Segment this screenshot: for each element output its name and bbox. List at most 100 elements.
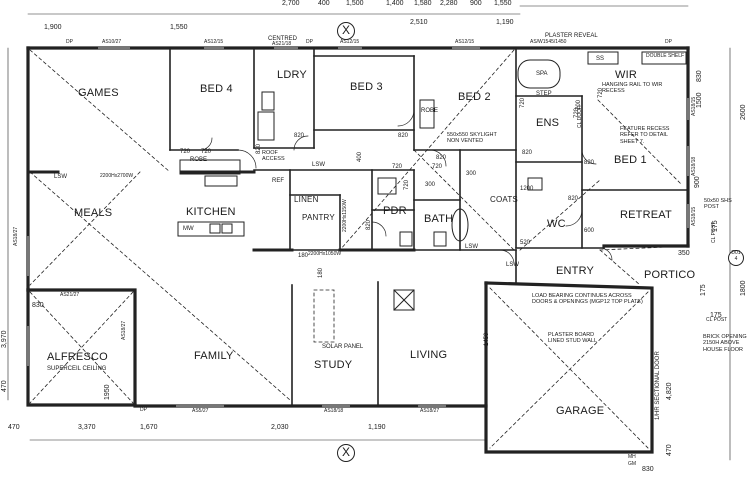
dim-top-1900: 1,900 — [44, 24, 62, 31]
garage-wall — [484, 281, 654, 454]
label-feature-recess: FEATURE RECESS REFER TO DETAIL SHEET 7. — [620, 126, 670, 145]
label-centred: CENTRED — [268, 36, 298, 42]
dim-left-1950: 1950 — [104, 384, 111, 400]
dim-top-400: 400 — [318, 0, 330, 7]
dim-720b: 720 — [201, 149, 212, 155]
dim-720a: 720 — [180, 149, 191, 155]
label-solar-panel: SOLAR PANEL — [322, 344, 364, 350]
fixtures — [257, 51, 687, 247]
dim-right-900: 900 — [694, 176, 701, 188]
load-bearing-walls — [28, 170, 416, 252]
window-code-right3: AS18/15 — [691, 206, 697, 226]
outer-wall-bottom-left — [26, 281, 488, 408]
dim-820g: 820 — [366, 219, 372, 230]
label-plaster-board: PLASTER BOARD LINED STUD WALL — [548, 332, 598, 345]
label-dp-2: DP — [306, 39, 313, 45]
dim-bot-1190: 1,190 — [368, 424, 386, 431]
label-lsw-bath: LSW — [465, 244, 479, 250]
label-double-shelf: DOUBLE SHELF — [646, 53, 685, 59]
dim-top-2510: 2,510 — [410, 19, 428, 26]
dim-720h: 720 — [598, 87, 604, 98]
room-entry: ENTRY — [556, 265, 595, 277]
dim-820d: 820 — [436, 155, 447, 161]
room-kitchen: KITCHEN — [186, 206, 236, 218]
label-load-bearing: LOAD BEARING CONTINUES ACROSS DOORS & OP… — [532, 293, 643, 306]
dim-right-175: 175 — [712, 220, 719, 232]
dim-180a: 180 — [298, 253, 309, 259]
room-garage: GARAGE — [556, 405, 605, 417]
interior-walls — [169, 47, 689, 407]
dim-top-900: 900 — [470, 0, 482, 7]
skylight-study — [393, 289, 415, 311]
dim-400: 400 — [357, 151, 363, 162]
dim-600: 600 — [584, 228, 595, 234]
window-code-top4: AS12/15 — [455, 39, 475, 45]
label-ss: SS — [596, 56, 605, 62]
room-pantry: PANTRY — [302, 213, 335, 222]
dim-top-1550b: 1,550 — [494, 0, 512, 7]
room-ens: ENS — [536, 117, 560, 129]
dim-300b: 300 — [466, 171, 477, 177]
dim-1450: 1450 — [484, 332, 490, 346]
room-wc: WC — [547, 218, 566, 230]
label-hanging-rail: HANGING RAIL TO WIR RECESS — [602, 82, 663, 95]
dim-300a: 300 — [425, 182, 436, 188]
dim-720e: 720 — [404, 179, 410, 190]
window-code-right2: AS18/18 — [691, 156, 697, 176]
dim-left-470: 470 — [1, 380, 8, 392]
room-bed2: BED 2 — [458, 91, 491, 103]
dim-bot-1670: 1,670 — [140, 424, 158, 431]
label-cl-post-2: CL POST — [706, 317, 728, 323]
dim-top-1190: 1,190 — [496, 19, 514, 26]
dim-left-3970: 3,970 — [1, 330, 8, 348]
dim-820c: 820 — [398, 133, 409, 139]
label-lsw-meals: LSW — [54, 174, 68, 180]
detail-marker-d01: D01 4 — [728, 250, 744, 266]
room-bed4: BED 4 — [200, 83, 233, 95]
dim-820e: 820 — [522, 150, 533, 156]
label-robe-bed2: ROBE — [421, 108, 439, 114]
dim-right-175b: 175 — [700, 284, 707, 296]
label-lsw-kitchen: LSW — [312, 162, 326, 168]
room-pdr: PDR — [383, 205, 407, 217]
room-living: LIVING — [410, 349, 448, 361]
label-shs-post: 50x50 SHS POST — [704, 198, 732, 211]
dim-right-470: 470 — [666, 444, 673, 456]
label-dp-1: DP — [66, 39, 73, 45]
room-alfresco: ALFRESCO — [47, 351, 108, 363]
dim-720c: 720 — [392, 164, 403, 170]
dim-right-1500: 1500 — [696, 92, 703, 108]
label-plaster-reveal-sub: AS/W1545/1450 — [530, 39, 567, 45]
label-mw: MW — [183, 226, 194, 232]
dim-520: 520 — [520, 240, 531, 246]
window-code-left2: AS21/27 — [60, 292, 80, 298]
kitchen-bench — [177, 159, 245, 237]
label-robe-bed4: ROBE — [190, 157, 208, 163]
window-code-left3: AS18/27 — [121, 320, 127, 340]
label-sectional-door: 1/HR SECTIONAL DOOR — [655, 351, 661, 420]
room-linen: LINEN — [294, 195, 319, 204]
dim-right-830: 830 — [696, 70, 703, 82]
window-code-top3: AS12/15 — [340, 39, 360, 45]
room-study: STUDY — [314, 359, 353, 371]
dim-700: 700 — [576, 99, 582, 110]
dim-right-2600: 2600 — [740, 104, 747, 120]
label-ref: REF — [272, 178, 284, 184]
dim-820b: 820 — [294, 133, 305, 139]
dim-right-175c: 175 — [710, 312, 722, 319]
section-marker-top: X — [337, 22, 355, 40]
dim-bot-2030: 2,030 — [271, 424, 289, 431]
label-spa: SPA — [536, 71, 548, 77]
window-code-bot3: AS18/27 — [420, 408, 440, 414]
detail-marker-d01-label: D01 — [731, 250, 741, 256]
label-mh: MH — [628, 454, 636, 460]
label-lsw-entry: LSW — [506, 262, 520, 268]
dashed-lines — [29, 49, 689, 449]
label-roof-access: ROOF ACCESS — [262, 150, 285, 163]
label-window-meals: 2200Hx2700W — [100, 173, 134, 179]
dim-top-2280: 2,280 — [440, 0, 458, 7]
label-brick-opening: BRICK OPENING 2150H ABOVE HOUSE FLOOR — [703, 334, 747, 353]
window-code-left1: AS18/27 — [13, 226, 19, 246]
dim-top-1580: 1,580 — [414, 0, 432, 7]
